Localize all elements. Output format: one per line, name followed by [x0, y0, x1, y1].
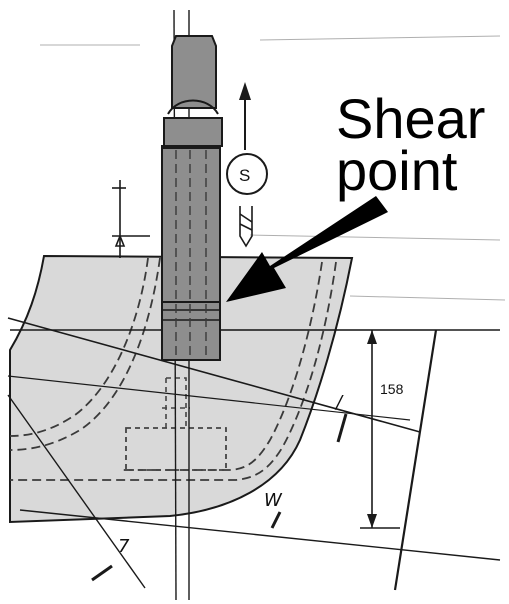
casting-body	[9, 254, 354, 524]
w-mark: W	[264, 490, 283, 511]
mark-a: /	[334, 392, 344, 413]
hand-marks: W / 7	[91, 392, 348, 582]
dimension-label: 158	[380, 381, 404, 397]
sprue-symbol: S	[226, 82, 268, 248]
background-construction-lines	[40, 35, 506, 301]
mark-c: 7	[118, 536, 130, 557]
construction-lines	[7, 317, 501, 591]
shear-point-arrow	[226, 196, 388, 302]
shear-callout-line1: Shear	[336, 87, 485, 150]
s-symbol: S	[239, 166, 250, 185]
shear-callout-line2: point	[336, 139, 458, 202]
pin	[161, 35, 223, 361]
dimension-158: 158	[360, 330, 404, 529]
s-circle	[226, 153, 268, 195]
inner-contours	[9, 257, 337, 481]
